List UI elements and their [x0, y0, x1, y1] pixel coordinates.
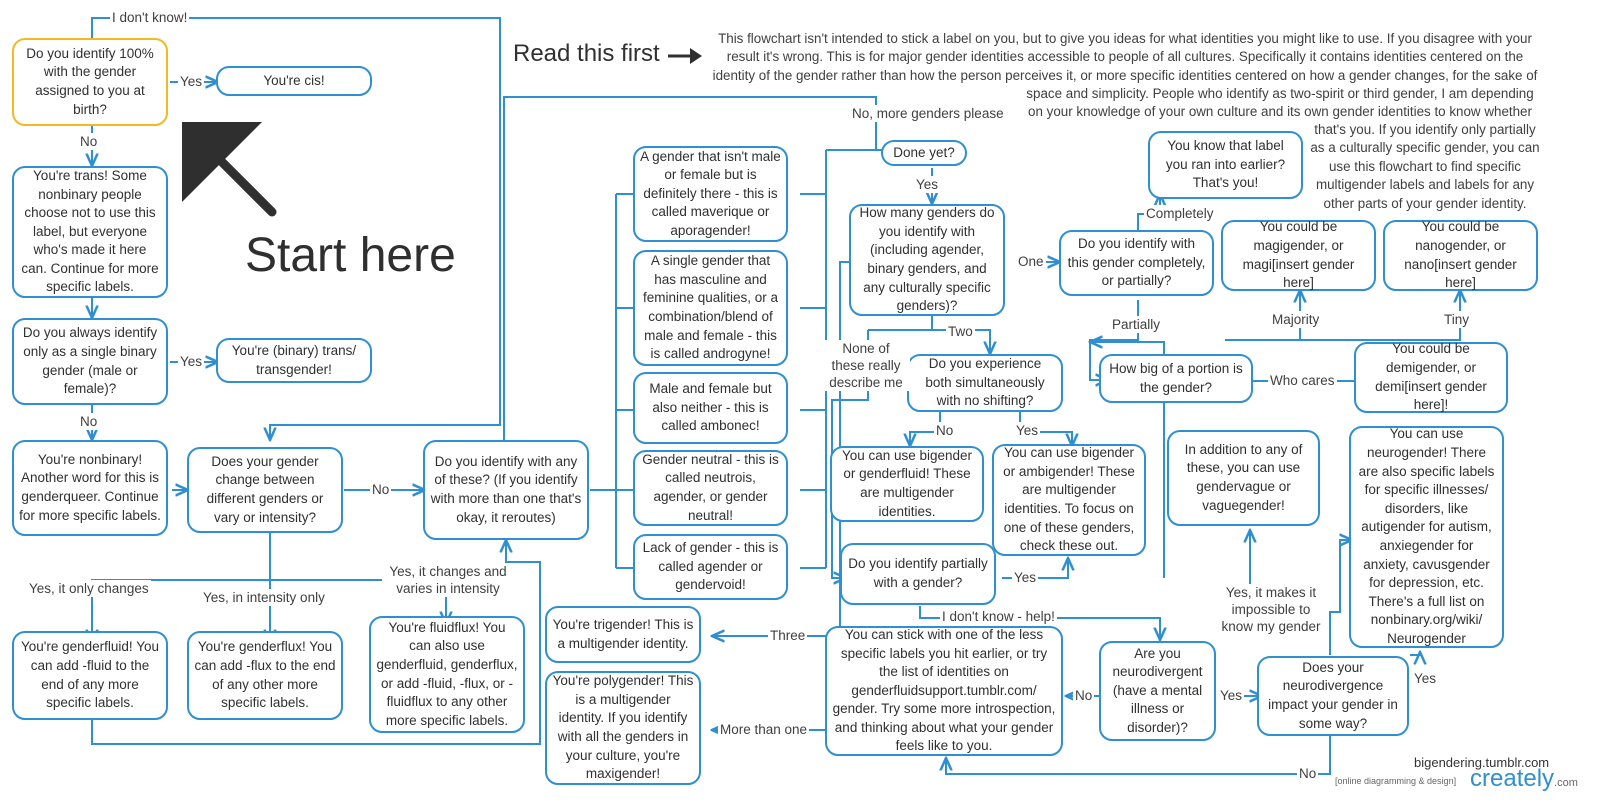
label-cis-yes: Yes [178, 73, 205, 90]
edge-more-than-one [712, 636, 833, 730]
node-ambonec: Male and female but also neither - this … [633, 372, 788, 444]
label-neuro-yes: Yes [1218, 687, 1245, 704]
node-neurodivergent: Are you neurodivergent (have a mental il… [1099, 641, 1216, 741]
edge-back-to-these [1090, 342, 1165, 578]
creately-tagline: [online diagramming & design] [1335, 776, 1457, 786]
label-changes-varies: Yes, it changes and varies in intensity [382, 563, 514, 597]
label-intensity-only: Yes, in intensity only [201, 589, 327, 606]
node-fluidflux: You're fluidflux! You can also use gende… [369, 616, 525, 733]
node-nanogender: You could be nanogender, or nano[insert … [1383, 219, 1538, 291]
edge-impact-no [946, 734, 1331, 775]
label-impact-no: No [1297, 765, 1319, 782]
node-partially-gender: Do you identify partially with a gender? [840, 543, 996, 605]
node-polygender: You're polygender! This is a multigender… [545, 671, 701, 785]
intro-text-column: that's you. If you identify only partial… [1300, 121, 1550, 213]
label-help: I don't know - help! [940, 608, 1057, 625]
node-androgyne: A single gender that has masculine and f… [633, 250, 788, 366]
intro-line: This flowchart isn't intended to stick a… [718, 31, 1532, 46]
node-stick-with: You can stick with one of the less speci… [825, 626, 1063, 756]
node-agender: Lack of gender - this is called agender … [633, 534, 788, 600]
label-partial-yes: Yes [1012, 569, 1039, 586]
node-done-yet: Done yet? [881, 140, 967, 166]
intro-line: on your knowledge of your own culture an… [1028, 104, 1532, 120]
intro-text: This flowchart isn't intended to stick a… [700, 30, 1550, 85]
node-demigender: You could be demigender, or demi[insert … [1354, 341, 1508, 413]
label-simul-yes: Yes [1014, 422, 1041, 439]
start-here-arrow-shape [182, 122, 277, 217]
intro-line: use this flowchart to find specific [1328, 158, 1522, 174]
node-neuro-impact: Does your neurodivergence impact your ge… [1257, 656, 1409, 736]
node-identify-these: Do you identify with any of these? (If y… [423, 440, 589, 540]
edge-options-fan [590, 193, 640, 569]
node-how-many: How many genders do you identify with (i… [849, 204, 1005, 316]
node-simultaneous: Do you experience both simultaneously wi… [907, 354, 1063, 412]
intro-line: that's you. If you identify only partial… [1314, 122, 1536, 137]
node-trigender: You're trigender! This is a multigender … [545, 606, 701, 663]
node-genderfluid: You're genderfluid! You can add -fluid t… [12, 631, 168, 720]
label-dont-know: I don't know! [110, 9, 190, 26]
node-completely-or-partially: Do you identify with this gender complet… [1059, 230, 1214, 296]
label-none-describe: None of these really describe me [822, 340, 910, 391]
edge-tiny [1300, 290, 1460, 341]
intro-line: multigender labels and labels for any [1315, 177, 1535, 193]
creately-logo: creately.com [1470, 765, 1578, 793]
label-more-than-one: More than one [718, 721, 810, 738]
node-gender-change: Does your gender change between differen… [187, 447, 343, 533]
label-one: One [1016, 253, 1046, 270]
intro-line: as a culturally specific gender, you can [1310, 140, 1540, 156]
label-binary-yes: Yes [178, 353, 205, 370]
logo-tld: .com [1554, 777, 1578, 789]
label-simul-no: No [934, 422, 956, 439]
node-cis: You're cis! [216, 66, 372, 96]
label-two: Two [946, 323, 975, 340]
label-change-no: No [370, 481, 392, 498]
label-more-genders: No, more genders please [850, 105, 1006, 122]
read-this-first: Read this first [513, 40, 660, 67]
label-neuro-no: No [1073, 687, 1095, 704]
intro-line: identity of the gender rather than how t… [712, 67, 1538, 83]
label-impossible: Yes, it makes it impossible to know my g… [1213, 584, 1329, 635]
logo-word: creately [1470, 765, 1555, 792]
label-cis-no: No [78, 133, 100, 150]
node-trans: You're trans! Some nonbinary people choo… [12, 166, 168, 298]
label-only-changes: Yes, it only changes [27, 580, 151, 597]
label-partially: Partially [1110, 316, 1163, 333]
node-neurogender: You can use neurogender! There are also … [1349, 426, 1504, 648]
label-three: Three [768, 627, 808, 644]
label-completely: Completely [1144, 205, 1216, 222]
edge-loop-back [91, 540, 541, 745]
node-nonbinary: You're nonbinary! Another word for this … [12, 440, 168, 536]
label-tiny: Tiny [1442, 311, 1472, 328]
node-magigender: You could be magigender, or magi[insert … [1221, 219, 1376, 291]
intro-line: space and simplicity. People who identif… [1026, 86, 1534, 101]
label-majority: Majority [1270, 311, 1322, 328]
intro-text-narrow: space and simplicity. People who identif… [1010, 85, 1550, 122]
node-portion: How big of a portion is the gender? [1099, 354, 1253, 403]
edge-impact-yes [1410, 652, 1420, 655]
node-know-label: You know that label you ran into earlier… [1148, 131, 1303, 199]
label-who-cares: Who cares [1268, 372, 1337, 389]
node-genderflux: You're genderflux! You can add -flux to … [187, 631, 343, 720]
intro-line: result it's wrong. This is for major gen… [726, 49, 1524, 65]
read-first-arrow-shape [668, 48, 702, 64]
node-neutrois: Gender neutral - this is called neutrois… [633, 450, 788, 526]
edge-neurogender-in [1330, 540, 1352, 613]
edge-dont-know [91, 17, 501, 440]
node-ambigender: You can use bigender or ambigender! Thes… [992, 444, 1146, 556]
edge-options-collect [800, 149, 880, 569]
intro-line: other parts of your gender identity. [1323, 195, 1527, 211]
node-maverique: A gender that isn't male or female but i… [633, 146, 788, 242]
credit-text: bigendering.tumblr.com [1414, 755, 1550, 770]
label-done-yes: Yes [914, 176, 941, 193]
label-impact-yes: Yes [1412, 670, 1439, 687]
start-here: Start here [245, 229, 456, 282]
label-binary-no: No [78, 413, 100, 430]
node-bigender-fluid: You can use bigender or genderfluid! The… [830, 446, 984, 522]
node-identify-100: Do you identify 100% with the gender ass… [12, 38, 168, 126]
node-binary-question: Do you always identify only as a single … [12, 318, 168, 405]
node-binary-trans: You're (binary) trans/ transgender! [216, 338, 372, 383]
node-gendervague: In addition to any of these, you can use… [1167, 430, 1320, 526]
